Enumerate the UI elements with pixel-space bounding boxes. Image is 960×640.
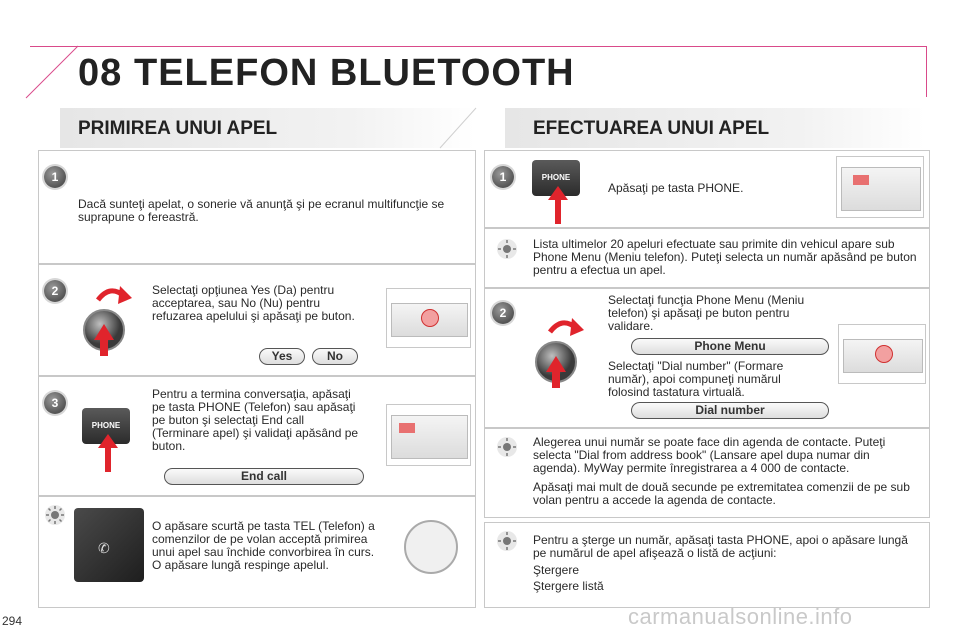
phone-handset-icon: ✆: [98, 540, 110, 556]
right-tip1-text: Lista ultimelor 20 apeluri efectuate sau…: [533, 237, 917, 277]
phone-key-image: PHONE: [82, 408, 130, 444]
delete-list-item: Ştergere listă: [533, 579, 604, 593]
right-section-title: EFECTUAREA UNUI APEL: [533, 118, 770, 139]
step-number: 1: [492, 166, 514, 188]
dial-number-button[interactable]: Dial number: [631, 402, 829, 419]
tip-lightbulb-icon: [497, 239, 517, 259]
right-tip3-text: Pentru a şterge un număr, apăsaţi tasta …: [533, 533, 908, 560]
left-step1-text: Dacă sunteţi apelat, o sonerie vă anunţă…: [78, 197, 445, 224]
header-frame: [30, 46, 927, 97]
rotary-knob-icon: [535, 318, 584, 388]
left-section-diag: [439, 107, 477, 149]
phone-menu-button[interactable]: Phone Menu: [631, 338, 829, 355]
radio-panel-image: [836, 156, 924, 218]
page-title: TELEFON BLUETOOTH: [134, 52, 575, 94]
right-step2-text-b: Selectaţi "Dial number" (Formare număr),…: [608, 359, 784, 399]
left-section-title: PRIMIREA UNUI APEL: [78, 118, 278, 139]
header-corner: [25, 45, 79, 99]
right-tip2-box: [484, 428, 930, 518]
tip-lightbulb-icon: [497, 531, 517, 551]
step-number: 3: [44, 392, 66, 414]
right-tip2-text-2: Apăsaţi mai mult de două secunde pe extr…: [533, 480, 910, 507]
step-number: 2: [492, 302, 514, 324]
no-button[interactable]: No: [312, 348, 358, 365]
arrow-up-icon: [548, 186, 568, 224]
arrow-up-icon: [98, 434, 118, 472]
yes-button[interactable]: Yes: [259, 348, 305, 365]
delete-item: Ştergere: [533, 563, 580, 577]
right-step1-text: Apăsaţi pe tasta PHONE.: [608, 181, 744, 195]
step-number: 2: [44, 280, 66, 302]
left-section-bg: [60, 108, 475, 148]
right-tip2-text-1: Alegerea unui număr se poate face din ag…: [533, 435, 886, 475]
tip-lightbulb-icon: [497, 437, 517, 457]
right-step2-text-a: Selectaţi funcţia Phone Menu (Meniu tele…: [608, 293, 805, 333]
steering-wheel-image: [404, 520, 458, 574]
page-number: 294: [2, 614, 23, 628]
steering-tel-button-image: ✆: [74, 508, 144, 582]
right-tip3-box: [484, 522, 930, 608]
right-section-bg: [505, 108, 925, 148]
radio-panel-image: [386, 404, 471, 466]
end-call-button[interactable]: End call: [164, 468, 364, 485]
right-tip1-box: [484, 228, 930, 288]
chapter-number: 08: [78, 52, 123, 94]
step-number: 1: [44, 166, 66, 188]
left-tip-text: O apăsare scurtă pe tasta TEL (Telefon) …: [152, 519, 375, 572]
tip-lightbulb-icon: [45, 505, 65, 525]
left-step2-text: Selectaţi opţiunea Yes (Da) pentru accep…: [152, 283, 355, 323]
left-step1-box: [38, 150, 476, 264]
radio-panel-image: [838, 324, 926, 384]
left-step3-text: Pentru a termina conversaţia, apăsaţi pe…: [152, 387, 359, 453]
radio-panel-image: [386, 288, 471, 348]
watermark: carmanualsonline.info: [628, 604, 853, 629]
rotary-knob-icon: [83, 286, 132, 356]
